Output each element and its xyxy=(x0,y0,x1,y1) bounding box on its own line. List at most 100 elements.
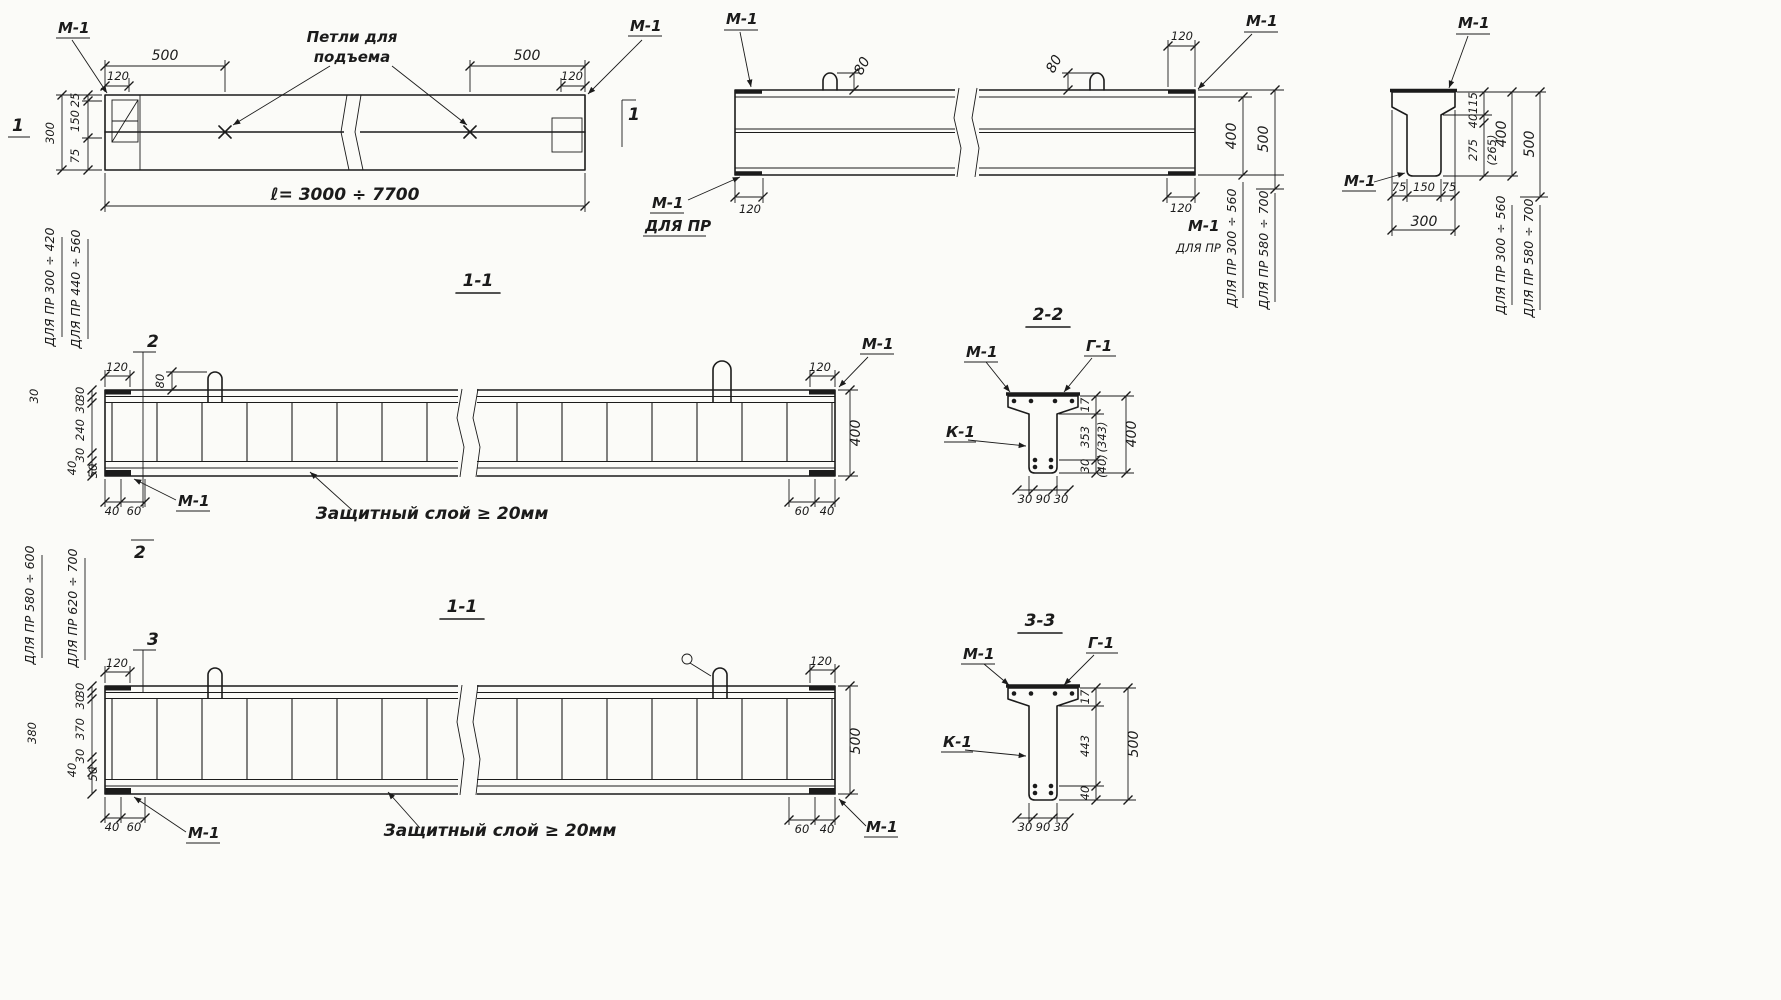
dim-label: 120 xyxy=(739,202,761,216)
dim-label: 50 xyxy=(86,464,100,479)
t-section-outline xyxy=(1007,395,1079,474)
dim-label: 120 xyxy=(1170,201,1192,215)
dim-label: 40 xyxy=(65,461,79,476)
lift-loop-left xyxy=(207,667,223,699)
dim-label: 30 xyxy=(1018,492,1033,506)
dim-label: 120 xyxy=(107,69,129,83)
dim-label: 30 xyxy=(73,399,87,414)
lift-loop-right xyxy=(712,667,728,699)
t-section-outline xyxy=(1007,687,1079,801)
dim-label: 40 xyxy=(1466,114,1480,129)
dim-label: 400 xyxy=(1224,123,1240,150)
lift-loop-right xyxy=(712,360,732,403)
section-3-3: 3-3 М-1 Г-1 К-1 17 443 40 500 30 90 30 xyxy=(941,611,1142,834)
m1-label: М-1 xyxy=(862,335,894,353)
lift-loop-left xyxy=(822,72,838,91)
dim-label: 150 xyxy=(68,110,82,132)
section-title: 2-2 xyxy=(1033,305,1064,325)
dim-label: 300 xyxy=(43,122,57,144)
cover-note: Защитный слой ≥ 20мм xyxy=(383,821,617,841)
k1-label: К-1 xyxy=(943,733,972,751)
dim-label: 80 xyxy=(1043,52,1066,75)
section-1-1-top: 1-1 ДЛЯ ПР 300 ÷ 420 ДЛЯ ПР 440 ÷ 560 2 … xyxy=(27,228,894,563)
dim-label: 80 xyxy=(153,374,167,389)
dim-label: 500 xyxy=(848,728,864,755)
m1-label: М-1 xyxy=(726,10,758,28)
dim-label: 120 xyxy=(106,360,128,374)
m1-label: М-1 xyxy=(866,818,898,836)
range-label: ДЛЯ ПР 300 ÷ 420 xyxy=(42,228,57,348)
m1-label: М-1 xyxy=(1246,12,1278,30)
m1-label: М-1 xyxy=(630,17,662,35)
dim-label: 90 xyxy=(1036,492,1051,506)
dim-label: (343) xyxy=(1095,422,1109,453)
dim-label: 120 xyxy=(810,654,832,668)
dim-label: 40 xyxy=(820,504,835,518)
dim-label: 40 xyxy=(105,504,120,518)
dim-label: 400 xyxy=(1124,421,1140,448)
g1-label: Г-1 xyxy=(1086,337,1112,355)
g1-label: Г-1 xyxy=(1088,634,1114,652)
t-section-outline xyxy=(1391,91,1456,177)
cut-mark: 2 xyxy=(147,332,159,352)
dim-label: 75 xyxy=(1442,180,1457,194)
range-label: ДЛЯ ПР 300 ÷ 560 xyxy=(1224,189,1239,309)
section-title: 3-3 xyxy=(1025,611,1056,631)
dim-label: 30 xyxy=(73,387,87,402)
dim-label: 17 xyxy=(1078,689,1092,704)
dim-label: 25 xyxy=(68,93,82,108)
dim-label: 30 xyxy=(73,749,87,764)
stirrup-grid xyxy=(478,699,834,779)
lift-loop-left xyxy=(207,371,223,403)
dim-label: 300 xyxy=(1411,214,1438,230)
dim-label: 400 xyxy=(848,420,864,447)
dim-label: 30 xyxy=(73,683,87,698)
dim-label: 90 xyxy=(1036,820,1051,834)
dim-label: 60 xyxy=(127,820,142,834)
range-label: ДЛЯ ПР 620 ÷ 700 xyxy=(65,549,80,669)
stirrup-grid xyxy=(106,403,458,461)
dim-label: 370 xyxy=(73,718,87,740)
break-line xyxy=(472,684,481,796)
dim-label: 75 xyxy=(68,149,82,164)
cut-mark: 1 xyxy=(628,105,640,125)
lift-loops-label: подъема xyxy=(314,48,391,66)
dim-label: 353 xyxy=(1078,426,1092,448)
dim-label: 80 xyxy=(851,54,874,77)
m1-label: М-1 xyxy=(1458,14,1490,32)
dim-label: 50 xyxy=(86,767,100,782)
dim-label: 40 xyxy=(1078,786,1092,801)
stirrup-grid xyxy=(106,699,458,779)
dim-label: 275 xyxy=(1466,139,1480,161)
dim-label: 30 xyxy=(1054,492,1069,506)
dim-label: (265) xyxy=(1485,135,1499,166)
m1-label: М-1 xyxy=(1188,217,1220,235)
dim-label: 30 xyxy=(1018,820,1033,834)
side-view: 80 80 120 М-1 М-1 М-1 ДЛЯ ПР 120 120 М-1… xyxy=(643,10,1284,310)
length-label: ℓ= 3000 ÷ 7700 xyxy=(270,185,420,205)
dim-label: 500 xyxy=(514,48,541,64)
break-line xyxy=(971,87,980,178)
m1-label: М-1 xyxy=(652,194,684,212)
dim-label: 380 xyxy=(25,722,39,744)
dim-label: 30 xyxy=(73,695,87,710)
dim-label: 120 xyxy=(106,656,128,670)
dim-label: 120 xyxy=(809,360,831,374)
range-label: ДЛЯ ПР 580 ÷ 700 xyxy=(1256,191,1271,311)
dim-label: 120 xyxy=(1171,29,1193,43)
dim-label: 30 xyxy=(1054,820,1069,834)
detail-mark xyxy=(681,653,693,665)
break-line xyxy=(340,94,350,171)
cut-mark: 2 xyxy=(134,543,146,563)
break-line xyxy=(472,388,481,478)
cut-mark: 3 xyxy=(147,630,159,650)
break-line xyxy=(953,87,962,178)
m1-label: М-1 xyxy=(188,824,220,842)
dim-label: 17 xyxy=(1078,397,1092,412)
lift-point-right xyxy=(463,125,477,139)
m1-label: М-1 xyxy=(963,645,995,663)
dim-label: 443 xyxy=(1078,735,1092,757)
m1-label: М-1 xyxy=(1344,172,1376,190)
end-cross-section: М-1 М-1 75 150 75 300 115 40 275 (265) 4… xyxy=(1342,14,1548,318)
dim-label: 30 xyxy=(73,448,87,463)
